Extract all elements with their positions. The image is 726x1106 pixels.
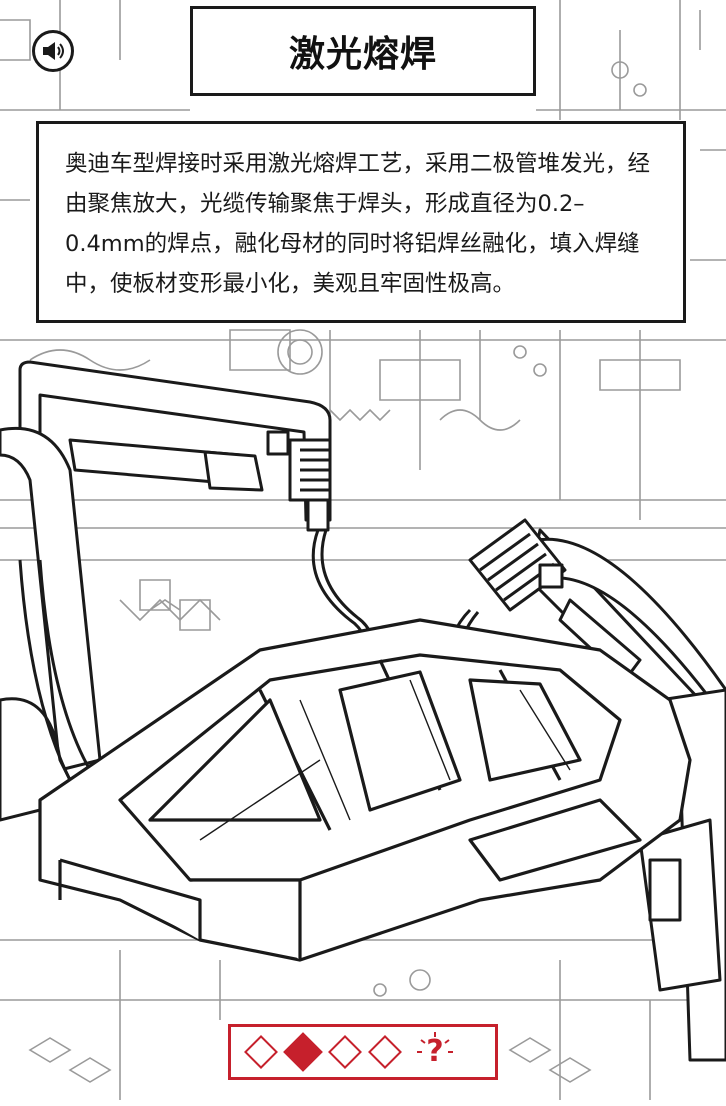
description-text: 奥迪车型焊接时采用激光熔焊工艺，采用二极管堆发光，经由聚焦放大，光缆传输聚焦于焊… bbox=[65, 151, 651, 297]
page-dot-1[interactable] bbox=[244, 1035, 278, 1069]
page-dot-3[interactable] bbox=[328, 1035, 362, 1069]
help-label: ? bbox=[426, 1034, 444, 1069]
description-box: 奥迪车型焊接时采用激光熔焊工艺，采用二极管堆发光，经由聚焦放大，光缆传输聚焦于焊… bbox=[36, 121, 686, 323]
speaker-icon bbox=[43, 42, 64, 60]
help-button[interactable]: ? bbox=[417, 1032, 453, 1072]
page-title: 激光熔焊 bbox=[288, 34, 437, 75]
page-dot-2-active[interactable] bbox=[283, 1032, 323, 1072]
page-indicator: ? bbox=[228, 1024, 498, 1080]
page-title-box: 激光熔焊 bbox=[190, 6, 536, 96]
sound-toggle-button[interactable] bbox=[32, 30, 74, 72]
page-dot-4[interactable] bbox=[368, 1035, 402, 1069]
sparkle-icon bbox=[417, 1032, 453, 1053]
